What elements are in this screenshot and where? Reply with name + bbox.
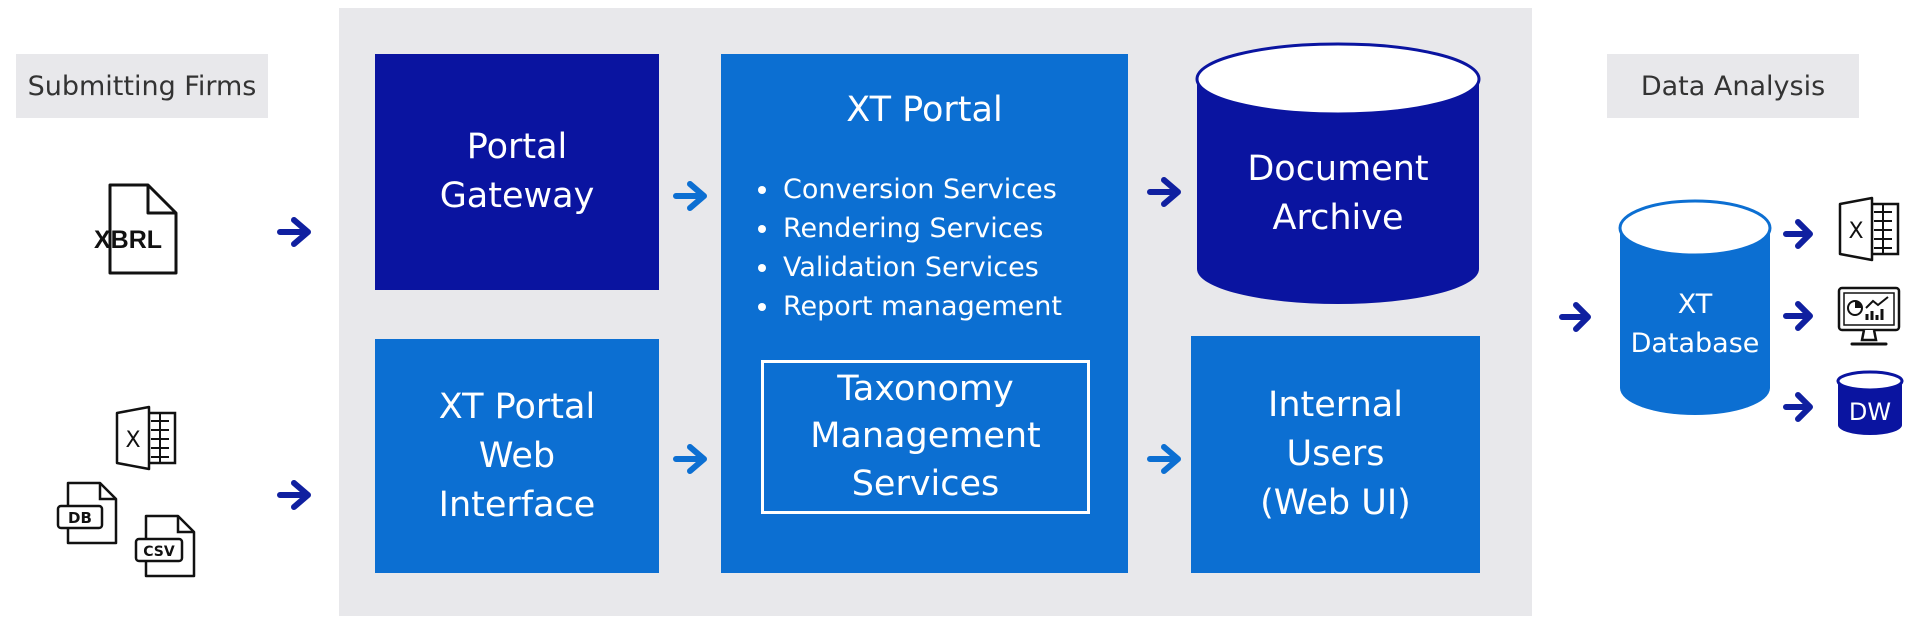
excel-x-text: X	[125, 428, 140, 453]
xt-portal-title: XT Portal	[846, 90, 1003, 130]
internal-users-block: Internal Users (Web UI)	[1191, 336, 1480, 573]
db-file-icon: DB	[56, 481, 118, 545]
xbrl-text: XBRL	[94, 226, 162, 254]
internal-users-line-3: (Web UI)	[1260, 483, 1411, 523]
xt-database-label: XT Database	[1618, 285, 1772, 363]
portal-gateway-line-2: Gateway	[439, 176, 595, 216]
xt-portal-block: XT Portal Conversion Services Rendering …	[721, 54, 1128, 573]
web-interface-line-3: Interface	[438, 484, 596, 525]
arrow-icon	[1147, 444, 1181, 474]
csv-file-icon: CSV	[134, 514, 196, 578]
service-item: Rendering Services	[781, 209, 1062, 248]
data-warehouse-icon: DW	[1836, 370, 1904, 435]
service-item: Conversion Services	[781, 170, 1062, 209]
database-line-2: Database	[1630, 328, 1760, 359]
excel-output-icon: X	[1838, 196, 1900, 262]
arrow-icon	[1783, 392, 1813, 422]
web-interface-block: XT Portal Web Interface	[375, 339, 659, 573]
xt-portal-services-list: Conversion Services Rendering Services V…	[753, 170, 1062, 326]
excel-file-icon: X	[115, 405, 177, 471]
data-analysis-label: Data Analysis	[1607, 54, 1859, 118]
database-line-1: XT	[1677, 289, 1713, 320]
taxonomy-block: Taxonomy Management Services	[761, 360, 1090, 514]
taxonomy-line-3: Services	[851, 463, 1000, 504]
taxonomy-line-1: Taxonomy	[837, 369, 1014, 410]
dw-text: DW	[1849, 398, 1891, 426]
xbrl-file-icon: XBRL	[94, 183, 178, 275]
xt-database-cylinder	[1618, 199, 1772, 415]
archive-line-2: Archive	[1272, 198, 1404, 238]
web-interface-line-2: Web	[478, 435, 556, 476]
archive-line-1: Document	[1247, 149, 1429, 189]
submitting-firms-label: Submitting Firms	[16, 54, 268, 118]
db-text: DB	[68, 509, 92, 527]
service-item: Validation Services	[781, 248, 1062, 287]
arrow-icon	[673, 444, 707, 474]
submitting-firms-text: Submitting Firms	[27, 70, 257, 102]
arrow-icon	[1783, 219, 1813, 249]
document-archive-cylinder	[1195, 42, 1481, 304]
web-interface-line-1: XT Portal	[438, 386, 596, 427]
excel-output-x-text: X	[1848, 219, 1863, 244]
internal-users-line-2: Users	[1286, 434, 1385, 474]
arrow-icon	[1147, 177, 1181, 207]
arrow-icon	[1783, 301, 1813, 331]
service-item: Report management	[781, 287, 1062, 326]
arrow-icon	[673, 181, 707, 211]
internal-users-line-1: Internal	[1268, 385, 1403, 425]
dashboard-monitor-icon	[1837, 286, 1901, 346]
document-archive-label: Document Archive	[1195, 145, 1481, 243]
data-analysis-text: Data Analysis	[1640, 70, 1826, 102]
portal-gateway-block: Portal Gateway	[375, 54, 659, 290]
arrow-icon	[277, 217, 311, 247]
arrow-icon	[277, 480, 311, 510]
taxonomy-line-2: Management	[810, 416, 1041, 457]
csv-text: CSV	[143, 544, 175, 560]
arrow-icon	[1559, 302, 1591, 332]
portal-gateway-line-1: Portal	[466, 127, 568, 167]
